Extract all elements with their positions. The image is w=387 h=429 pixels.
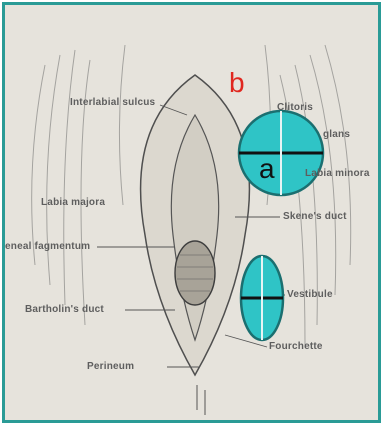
label-glans: glans	[323, 129, 350, 140]
label-fourchette: Fourchette	[269, 341, 323, 352]
measurement-circle-a	[239, 111, 323, 195]
label-perineum: Perineum	[87, 361, 134, 372]
label-vestibule: Vestibule	[287, 289, 333, 300]
label-labia-minora: Labia minora	[305, 168, 370, 179]
label-skenes-duct: Skene's duct	[283, 211, 347, 222]
label-interlabial-sulcus: Interlabial sulcus	[70, 97, 155, 108]
measure-label-a: a	[259, 153, 275, 185]
label-labia-majora: Labia majora	[41, 197, 105, 208]
measure-label-b: b	[229, 67, 245, 99]
measurement-ellipse-lower	[241, 256, 283, 340]
figure-frame: Interlabial sulcus Clitoris glans Labia …	[2, 2, 381, 423]
label-bartholins-duct: Bartholin's duct	[25, 304, 104, 315]
label-clitoris: Clitoris	[277, 102, 313, 113]
label-hymeneal-fragmentum: eneal fagmentum	[5, 241, 90, 252]
